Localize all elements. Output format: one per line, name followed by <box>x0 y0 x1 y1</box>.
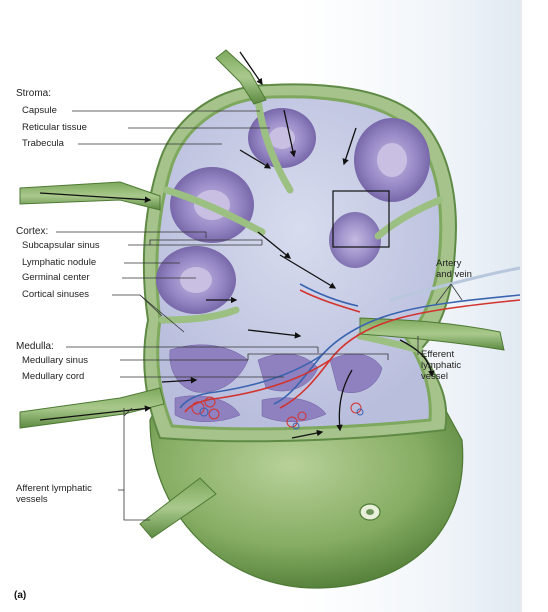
label-efferent-line3: vessel <box>421 371 448 382</box>
efferent-vessel <box>359 317 505 351</box>
label-artery-line2: and vein <box>436 269 472 280</box>
label-afferent-line2: vessels <box>16 494 48 505</box>
leader-lines <box>56 110 463 521</box>
label-lymphatic-nodule: Lymphatic nodule <box>22 257 97 268</box>
label-medullary-cord: Medullary cord <box>22 371 85 382</box>
capillary-loops <box>191 396 362 428</box>
label-subcapsular-sinus: Subcapsular sinus <box>22 240 100 251</box>
label-germinal-center: Germinal center <box>22 272 90 283</box>
label-efferent-lymphatic-vessel: Efferent lymphatic vessel <box>421 349 461 382</box>
label-medullary-sinus: Medullary sinus <box>22 355 88 366</box>
flow-arrows <box>39 51 435 439</box>
label-stroma: Stroma: <box>16 88 52 99</box>
label-capsule: Capsule <box>22 105 57 116</box>
label-artery-line1: Artery <box>436 258 462 269</box>
label-afferent-line1: Afferent lymphatic <box>16 483 92 494</box>
venule-loops <box>199 407 364 430</box>
label-cortical-sinuses: Cortical sinuses <box>22 289 90 300</box>
hilum-opening-inner <box>366 509 374 515</box>
label-efferent-line1: Efferent <box>421 349 455 360</box>
panel-label: (a) <box>14 590 27 601</box>
label-trabecula: Trabecula <box>22 138 64 149</box>
label-medulla: Medulla: <box>16 341 54 352</box>
label-efferent-line2: lymphatic <box>421 360 462 371</box>
detail-box <box>332 190 390 248</box>
label-reticular-tissue: Reticular tissue <box>22 122 87 133</box>
label-afferent-lymphatic-vessels: Afferent lymphatic vessels <box>16 483 92 505</box>
label-cortex: Cortex: <box>16 226 49 237</box>
label-artery-and-vein: Artery and vein <box>436 258 472 280</box>
